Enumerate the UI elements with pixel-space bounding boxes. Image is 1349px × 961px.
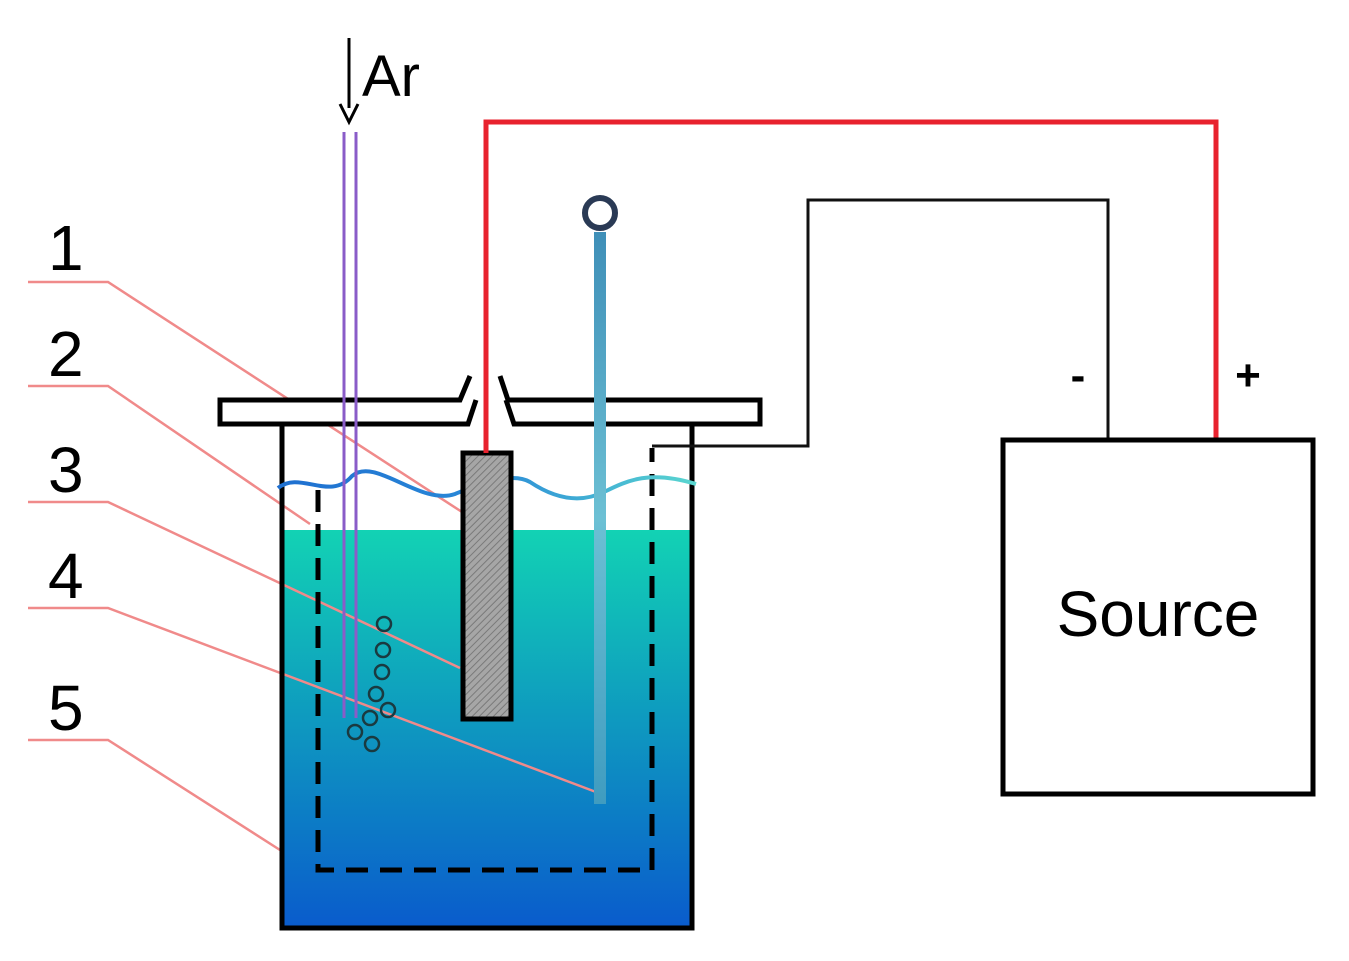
callout-number-3: 3 [48, 434, 84, 506]
argon-arrow [338, 38, 360, 126]
leader-line-4 [28, 606, 597, 794]
source-label: Source [1057, 578, 1260, 650]
gas-bubbles [346, 615, 397, 753]
anode-electrode [460, 450, 514, 722]
negative-wire [652, 198, 1110, 448]
positive-wire [483, 119, 1219, 453]
inner-dashed-vessel [315, 448, 655, 873]
leader-line-1 [28, 280, 463, 514]
callout-number-1: 1 [48, 212, 84, 284]
leader-line-2 [28, 384, 311, 526]
positive-terminal-sign: + [1235, 351, 1261, 400]
cathode-rod [594, 232, 606, 804]
callout-number-5: 5 [48, 672, 84, 744]
power-source-box [1000, 437, 1316, 797]
argon-label: Ar [362, 44, 420, 109]
lid-right [497, 375, 763, 427]
callout-number-4: 4 [48, 540, 84, 612]
lid-left [217, 375, 479, 427]
leader-line-5 [28, 738, 281, 852]
argon-tube [342, 132, 358, 718]
beaker-outer [279, 418, 695, 931]
negative-terminal-sign: - [1071, 351, 1086, 400]
cathode-terminal-ring [582, 195, 618, 231]
callout-number-2: 2 [48, 318, 84, 390]
